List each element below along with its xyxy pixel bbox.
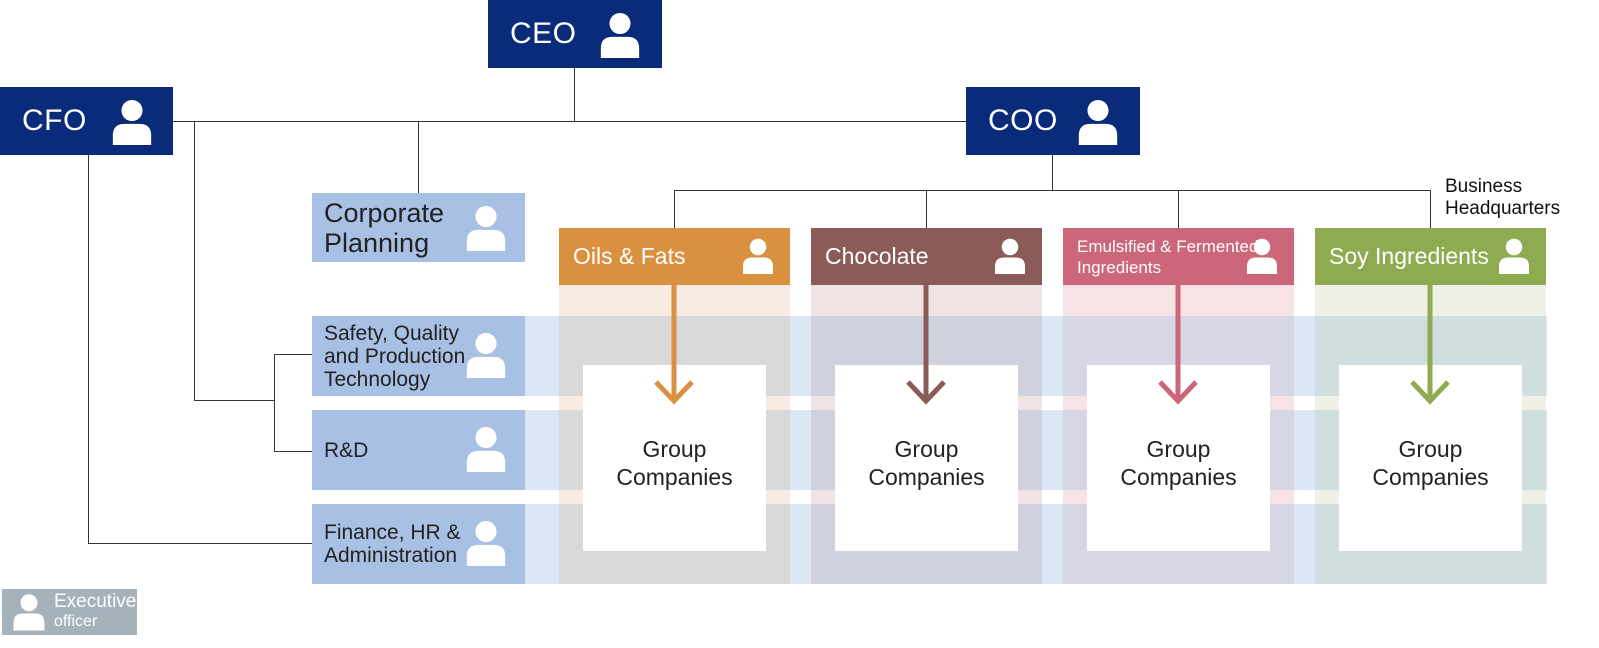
person-icon <box>464 520 508 566</box>
person-icon <box>464 205 508 251</box>
dept-line: and Production <box>324 344 466 368</box>
business-unit-header[interactable]: Chocolate <box>811 228 1042 285</box>
group-companies-line: Group <box>894 436 959 462</box>
legend-executive-officer: Executive officer <box>2 589 137 635</box>
ceo-box[interactable]: CEO <box>488 0 662 68</box>
coo-down-connector <box>1052 155 1053 191</box>
bu-drop-4 <box>1430 190 1431 228</box>
group-companies-line: Companies <box>1372 464 1489 490</box>
person-icon <box>993 238 1027 274</box>
bu-drop-1 <box>674 190 675 228</box>
cfo-vertical-connector <box>88 155 89 544</box>
person-icon <box>464 332 508 378</box>
bu-drop-3 <box>1178 190 1179 228</box>
bhq-line2: Headquarters <box>1445 198 1561 219</box>
ceo-label: CEO <box>510 17 577 50</box>
business-unit-label: Chocolate <box>825 243 929 270</box>
person-icon <box>598 12 642 58</box>
bu-drop-2 <box>926 190 927 228</box>
person-icon <box>1497 238 1531 274</box>
dept-line: Administration <box>324 544 458 567</box>
bu-horizontal-connector <box>674 190 1431 191</box>
finance-connector <box>88 543 312 544</box>
dept-rd[interactable]: R&D <box>312 410 525 490</box>
business-unit-line: Soy Ingredients <box>1329 243 1489 269</box>
down-arrow-icon <box>1158 285 1198 405</box>
person-icon <box>741 238 775 274</box>
rd-connector <box>274 451 312 452</box>
coo-label: COO <box>988 104 1058 137</box>
ceo-connector <box>574 68 575 122</box>
cfo-box[interactable]: CFO <box>0 87 173 155</box>
group-companies-line: Group <box>1146 436 1211 462</box>
dept-line: Finance, HR & <box>324 521 461 544</box>
business-unit-header[interactable]: Soy Ingredients <box>1315 228 1546 285</box>
business-unit-header[interactable]: Oils & Fats <box>559 228 790 285</box>
business-unit-line: Oils & Fats <box>573 243 686 269</box>
dept-line: Technology <box>324 367 431 391</box>
group-companies-line: Group <box>1398 436 1463 462</box>
business-headquarters-label: Business Headquarters <box>1445 176 1560 220</box>
group-companies-line: Companies <box>1120 464 1237 490</box>
person-icon <box>464 426 508 472</box>
business-unit-line: Chocolate <box>825 243 929 269</box>
person-icon <box>12 593 46 631</box>
dept-line: Safety, Quality <box>324 321 460 345</box>
group-companies-line: Group <box>642 436 707 462</box>
corporate-planning-line1: Corporate <box>324 197 445 228</box>
person-icon <box>1245 238 1279 274</box>
bhq-line1: Business <box>1445 176 1523 197</box>
legend-line2: officer <box>54 613 98 630</box>
group-companies-line: Companies <box>616 464 733 490</box>
business-unit-line: Emulsified & Fermented <box>1077 236 1259 256</box>
legend-line1: Executive <box>54 591 137 612</box>
down-arrow-icon <box>906 285 946 405</box>
group-companies-line: Companies <box>868 464 985 490</box>
exec-horizontal-connector <box>172 121 968 122</box>
down-arrow-icon <box>654 285 694 405</box>
coo-box[interactable]: COO <box>966 87 1140 155</box>
corporate-planning-connector <box>418 121 419 193</box>
person-icon <box>1076 99 1120 145</box>
corporate-planning-line2: Planning <box>324 227 430 258</box>
corporate-planning-box[interactable]: Corporate Planning <box>312 193 525 262</box>
dept-line: R&D <box>324 438 369 462</box>
staff-bracket-vertical <box>274 354 275 452</box>
person-icon <box>110 99 154 145</box>
staff-horizontal-connector <box>194 400 275 401</box>
business-unit-line: Ingredients <box>1077 257 1162 277</box>
safety-connector <box>274 354 312 355</box>
staff-vertical-connector <box>194 121 195 401</box>
cfo-label: CFO <box>22 104 87 137</box>
dept-safety-quality[interactable]: Safety, Quality and Production Technolog… <box>312 316 525 396</box>
business-unit-label: Oils & Fats <box>573 243 685 270</box>
dept-finance-hr[interactable]: Finance, HR & Administration <box>312 504 525 584</box>
business-unit-label: Soy Ingredients <box>1329 243 1489 270</box>
down-arrow-icon <box>1410 285 1450 405</box>
